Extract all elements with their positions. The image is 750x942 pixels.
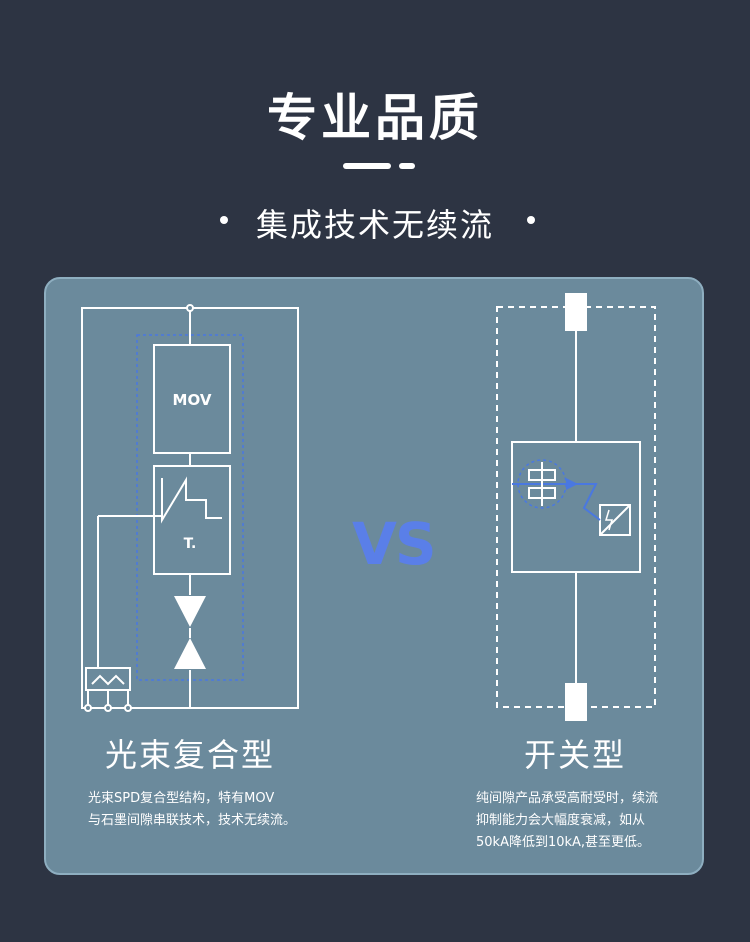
gap-triangle-down [174,596,206,627]
subtitle-left-dot [220,216,228,224]
left-desc-line-2: 与石墨间隙串联技术，技术无续流。 [88,813,297,828]
bottom-terminal [565,683,587,721]
switch-component-box [511,441,641,573]
page-title: 专业品质 [267,89,483,147]
vs-label: VS [352,510,437,578]
right-desc-line-2: 抑制能力会大幅度衰减，如从 [476,813,646,828]
t-box [153,465,231,575]
beam-composite-diagram [81,304,299,712]
title-underline-bar [343,163,391,169]
top-terminal [565,293,587,331]
trigger-arrow-head [566,478,578,490]
subtitle-right-dot [527,216,535,224]
signal-contact-box [85,667,131,691]
comparison-panel [44,277,704,875]
page-subtitle: 集成技术无续流 [255,206,494,244]
t-label: T. [184,536,197,552]
right-type-name: 开关型 [523,736,626,774]
switch-symbol [161,476,222,524]
left-description: 光束SPD复合型结构，特有MOV 与石墨间隙串联技术，技术无续流。 [88,788,358,832]
right-desc-line-1: 纯间隙产品承受高耐受时，续流 [476,791,659,806]
right-description: 纯间隙产品承受高耐受时，续流 抑制能力会大幅度衰减，如从 50kA降低到10kA… [476,788,696,854]
mov-box [153,344,231,454]
left-type-name: 光束复合型 [104,736,275,774]
gap-triangle-up [174,638,206,669]
left-desc-line-1: 光束SPD复合型结构，特有MOV [88,791,275,806]
title-underline-dash [399,163,415,169]
right-desc-line-3: 50kA降低到10kA,甚至更低。 [476,835,651,850]
trigger-arrow-line [568,483,601,521]
mov-label: MOV [173,391,212,409]
switch-type-diagram [496,306,656,708]
